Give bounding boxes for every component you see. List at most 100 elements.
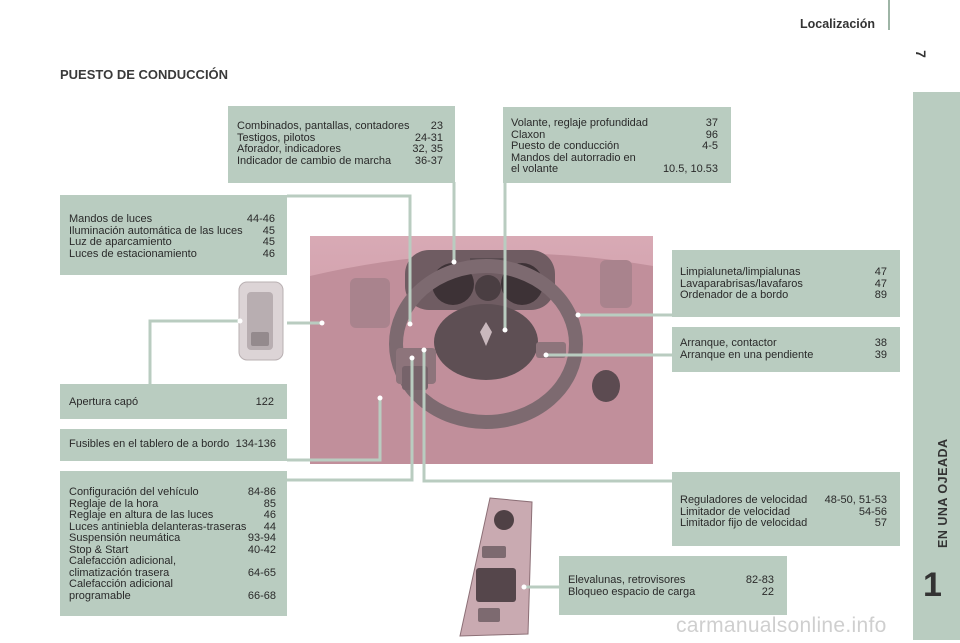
index-entry: Arranque en una pendiente 39	[680, 348, 887, 362]
index-entry-label: Elevalunas, retrovisores	[568, 574, 686, 586]
dashboard-illustration	[310, 250, 653, 464]
index-entry-label: Arranque, contactor	[680, 337, 777, 349]
watermark: carmanualsonline.info	[676, 614, 887, 637]
light-switch-photo	[237, 280, 287, 364]
index-entry: Testigos, pilotos 24-31	[237, 131, 443, 145]
index-entry-label: Aforador, indicadores	[237, 143, 341, 155]
index-entry: Mandos de luces 44-46	[69, 213, 275, 226]
index-entry-page: 85	[263, 497, 276, 510]
index-entry-page: 93-94	[247, 532, 276, 544]
index-entry-label: Reguladores de velocidad	[680, 494, 808, 506]
index-entry-label: Mandos de luces	[69, 213, 153, 225]
index-entry: Limitador de velocidad 54-56	[680, 505, 887, 519]
index-entry-page: 44-46	[246, 213, 275, 225]
index-entry-label: Reglaje de la hora	[69, 497, 159, 510]
index-entry: Stop & Start 40-42	[69, 543, 276, 557]
index-entry-page: 66-68	[247, 589, 276, 602]
index-entry-label: programable	[69, 589, 131, 602]
index-entry-label: Luces de estacionamiento	[69, 247, 197, 260]
index-entry: Indicador de cambio de marcha 36-37	[237, 154, 443, 168]
index-entry-label: Limpialuneta/limpialunas	[680, 266, 801, 278]
index-entry-page: 47	[874, 277, 887, 290]
index-entry: Reglaje en altura de las luces 46	[69, 509, 276, 522]
index-entry-label: Combinados, pantallas, contadores	[237, 120, 410, 132]
index-entry-label: Mandos del autorradio en	[511, 151, 636, 164]
index-entry-label: climatización trasera	[69, 566, 170, 579]
index-entry-page	[270, 579, 276, 591]
index-entry-page: 84-86	[247, 486, 276, 498]
index-entry-page: 47	[874, 266, 887, 278]
index-entry-label: el volante	[511, 163, 559, 175]
index-entry-page: 24-31	[414, 131, 443, 144]
index-entry-page: 48-50, 51-53	[824, 494, 887, 506]
index-entry-label: Calefacción adicional,	[69, 555, 177, 567]
index-entry-label: Fusibles en el tablero de a bordo	[69, 438, 230, 450]
index-entry: Configuración del vehículo 84-86	[69, 486, 276, 499]
index-entry-page: 57	[874, 517, 887, 529]
index-entry-page: 37	[705, 117, 718, 129]
index-entry-label: Luces antiniebla delanteras-traseras	[69, 520, 247, 533]
index-entry: Lavaparabrisas/lavafaros 47	[680, 277, 887, 291]
page-title: PUESTO DE CONDUCCIÓN	[60, 67, 229, 82]
index-entry-page: 64-65	[247, 566, 276, 579]
index-entry-label: Calefacción adicional	[69, 578, 173, 590]
index-entry-page: 134-136	[235, 438, 276, 450]
index-entry-page: 23	[430, 120, 443, 132]
index-entry-label: Reglaje en altura de las luces	[69, 509, 214, 521]
index-entry-label: Stop & Start	[69, 543, 129, 556]
index-entry-page: 4-5	[702, 140, 718, 152]
index-entry-label: Testigos, pilotos	[237, 131, 316, 144]
header-divider	[888, 0, 890, 30]
index-entry-label: Volante, reglaje profundidad	[511, 117, 648, 129]
index-entry: Combinados, pantallas, contadores 23	[237, 120, 443, 133]
index-entry-page: 39	[874, 348, 887, 361]
index-entry-page: 54-56	[858, 505, 887, 518]
index-entry-label: Ordenador de a bordo	[680, 289, 789, 301]
index-entry-page: 45	[262, 224, 275, 237]
index-entry: Fusibles en el tablero de a bordo 134-136	[69, 438, 276, 451]
index-entry-label: Indicador de cambio de marcha	[237, 154, 392, 167]
index-entry: climatización trasera 64-65	[69, 566, 276, 580]
index-entry-page: 46	[263, 509, 276, 521]
chapter-sidebar	[913, 92, 960, 640]
window-control-photo	[456, 496, 538, 638]
index-entry-label: Suspensión neumática	[69, 532, 181, 544]
index-entry-page: 96	[705, 128, 718, 141]
index-entry-label: Configuración del vehículo	[69, 486, 199, 498]
index-entry-page: 46	[262, 247, 275, 260]
index-entry-label: Puesto de conducción	[511, 140, 620, 152]
index-entry: Luces antiniebla delanteras-traseras 44	[69, 520, 276, 534]
index-entry: Iluminación automática de las luces 45	[69, 224, 275, 238]
index-entry-label: Iluminación automática de las luces	[69, 224, 243, 237]
index-entry: Aforador, indicadores 32, 35	[237, 143, 443, 156]
index-entry-label: Limitador de velocidad	[680, 505, 791, 518]
index-entry-page: 40-42	[247, 543, 276, 556]
index-entry: Mandos del autorradio en	[511, 151, 718, 165]
index-entry-page: 32, 35	[412, 143, 443, 155]
index-entry-label: Arranque en una pendiente	[680, 348, 814, 361]
index-entry-page	[270, 556, 276, 568]
index-entry: programable 66-68	[69, 589, 276, 603]
index-entry-page: 22	[761, 585, 774, 598]
index-entry-page: 82-83	[745, 574, 774, 586]
index-entry-label: Lavaparabrisas/lavafaros	[680, 277, 803, 290]
index-entry-page: 44	[263, 520, 276, 533]
index-entry: Luces de estacionamiento 46	[69, 247, 275, 261]
index-entry-page: 36-37	[414, 154, 443, 167]
